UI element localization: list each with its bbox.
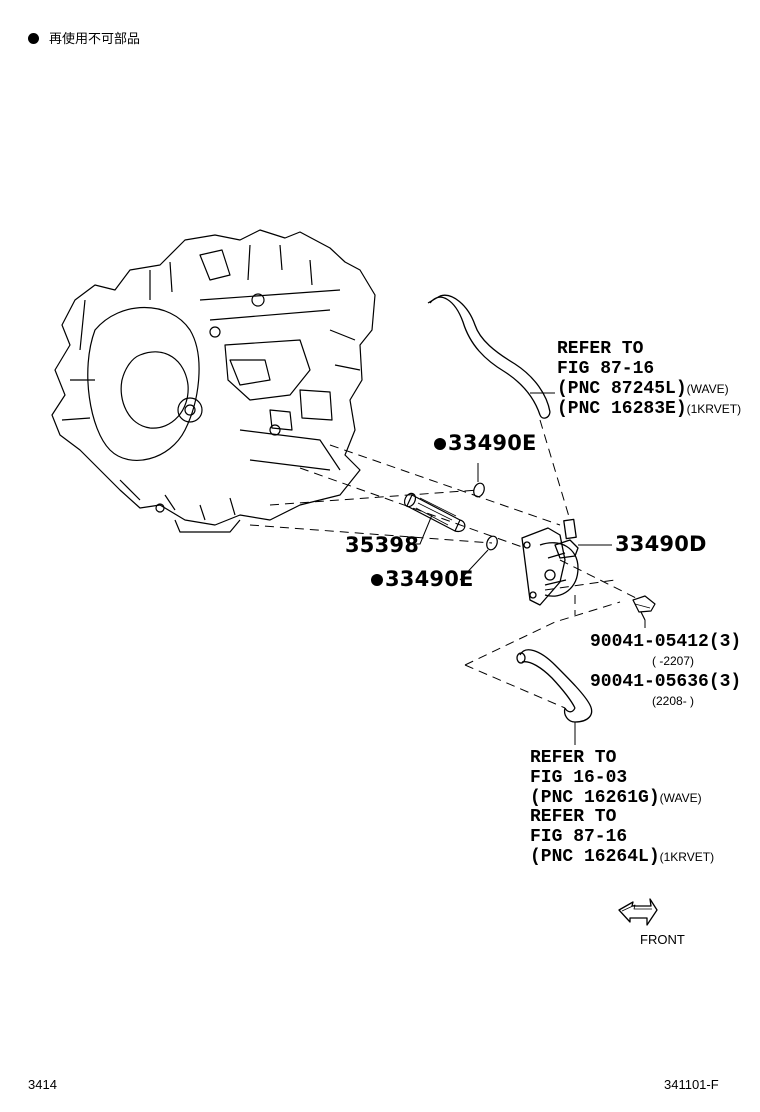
- upper-ref-line1: REFER TO: [557, 339, 644, 359]
- lower-hose: [516, 649, 593, 723]
- part-number-bolt-a: 90041-05412(3): [590, 632, 742, 652]
- upper-ref-pnc-2: (PNC 16283E): [557, 399, 687, 419]
- lower-ref-line2: FIG 16-03: [530, 768, 628, 788]
- lower-ref-pnc-1: (PNC 16261G): [530, 788, 660, 808]
- upper-ref-pnc-1: (PNC 87245L): [557, 379, 687, 399]
- non-reusable-dot-icon: [28, 33, 39, 44]
- part-number-bolt-b: 90041-05636(3): [590, 672, 742, 692]
- tube-35398: [403, 492, 466, 533]
- part-number-35398: 35398: [345, 533, 420, 557]
- non-reusable-dot-icon: [371, 574, 383, 586]
- bolt-b-range: (2208- ): [652, 694, 695, 708]
- bolt: [632, 595, 656, 621]
- upper-ref-tag-2: (1KRVET): [686, 402, 742, 416]
- lower-ref-line4: REFER TO: [530, 807, 617, 827]
- upper-ref-line3: (PNC 87245L)(WAVE): [557, 378, 729, 399]
- part-number-33490e-lower: 33490E: [385, 567, 474, 591]
- transmission-assembly: [51, 229, 376, 533]
- lower-ref-line5: FIG 87-16: [530, 827, 628, 847]
- non-reusable-dot-icon: [434, 438, 446, 450]
- lower-ref-tag-1: (WAVE): [659, 791, 702, 805]
- lower-ref-line6: (PNC 16264L)(1KRVET): [530, 846, 714, 867]
- gasket-lower: [486, 535, 498, 551]
- gasket-upper: [473, 482, 485, 498]
- lower-ref-pnc-2: (PNC 16264L): [530, 847, 660, 867]
- upper-ref-tag-1: (WAVE): [686, 382, 729, 396]
- front-arrow-icon: [618, 898, 658, 926]
- upper-ref-line2: FIG 87-16: [557, 359, 655, 379]
- figure-code: 341101-F: [664, 1077, 719, 1092]
- front-label: FRONT: [640, 932, 685, 947]
- part-number-33490d: 33490D: [615, 532, 707, 556]
- valve-33490d: [521, 518, 579, 606]
- lower-ref-tag-2: (1KRVET): [659, 850, 715, 864]
- part-number-33490e-upper: 33490E: [448, 431, 537, 455]
- legend: 再使用不可部品: [28, 28, 140, 47]
- page-number: 3414: [28, 1077, 57, 1092]
- lower-ref-line1: REFER TO: [530, 748, 617, 768]
- legend-text: 再使用不可部品: [49, 32, 141, 47]
- upper-ref-line4: (PNC 16283E)(1KRVET): [557, 398, 741, 419]
- bolt-a-range: ( -2207): [652, 654, 695, 668]
- lower-ref-line3: (PNC 16261G)(WAVE): [530, 787, 702, 808]
- upper-hose: [427, 294, 551, 419]
